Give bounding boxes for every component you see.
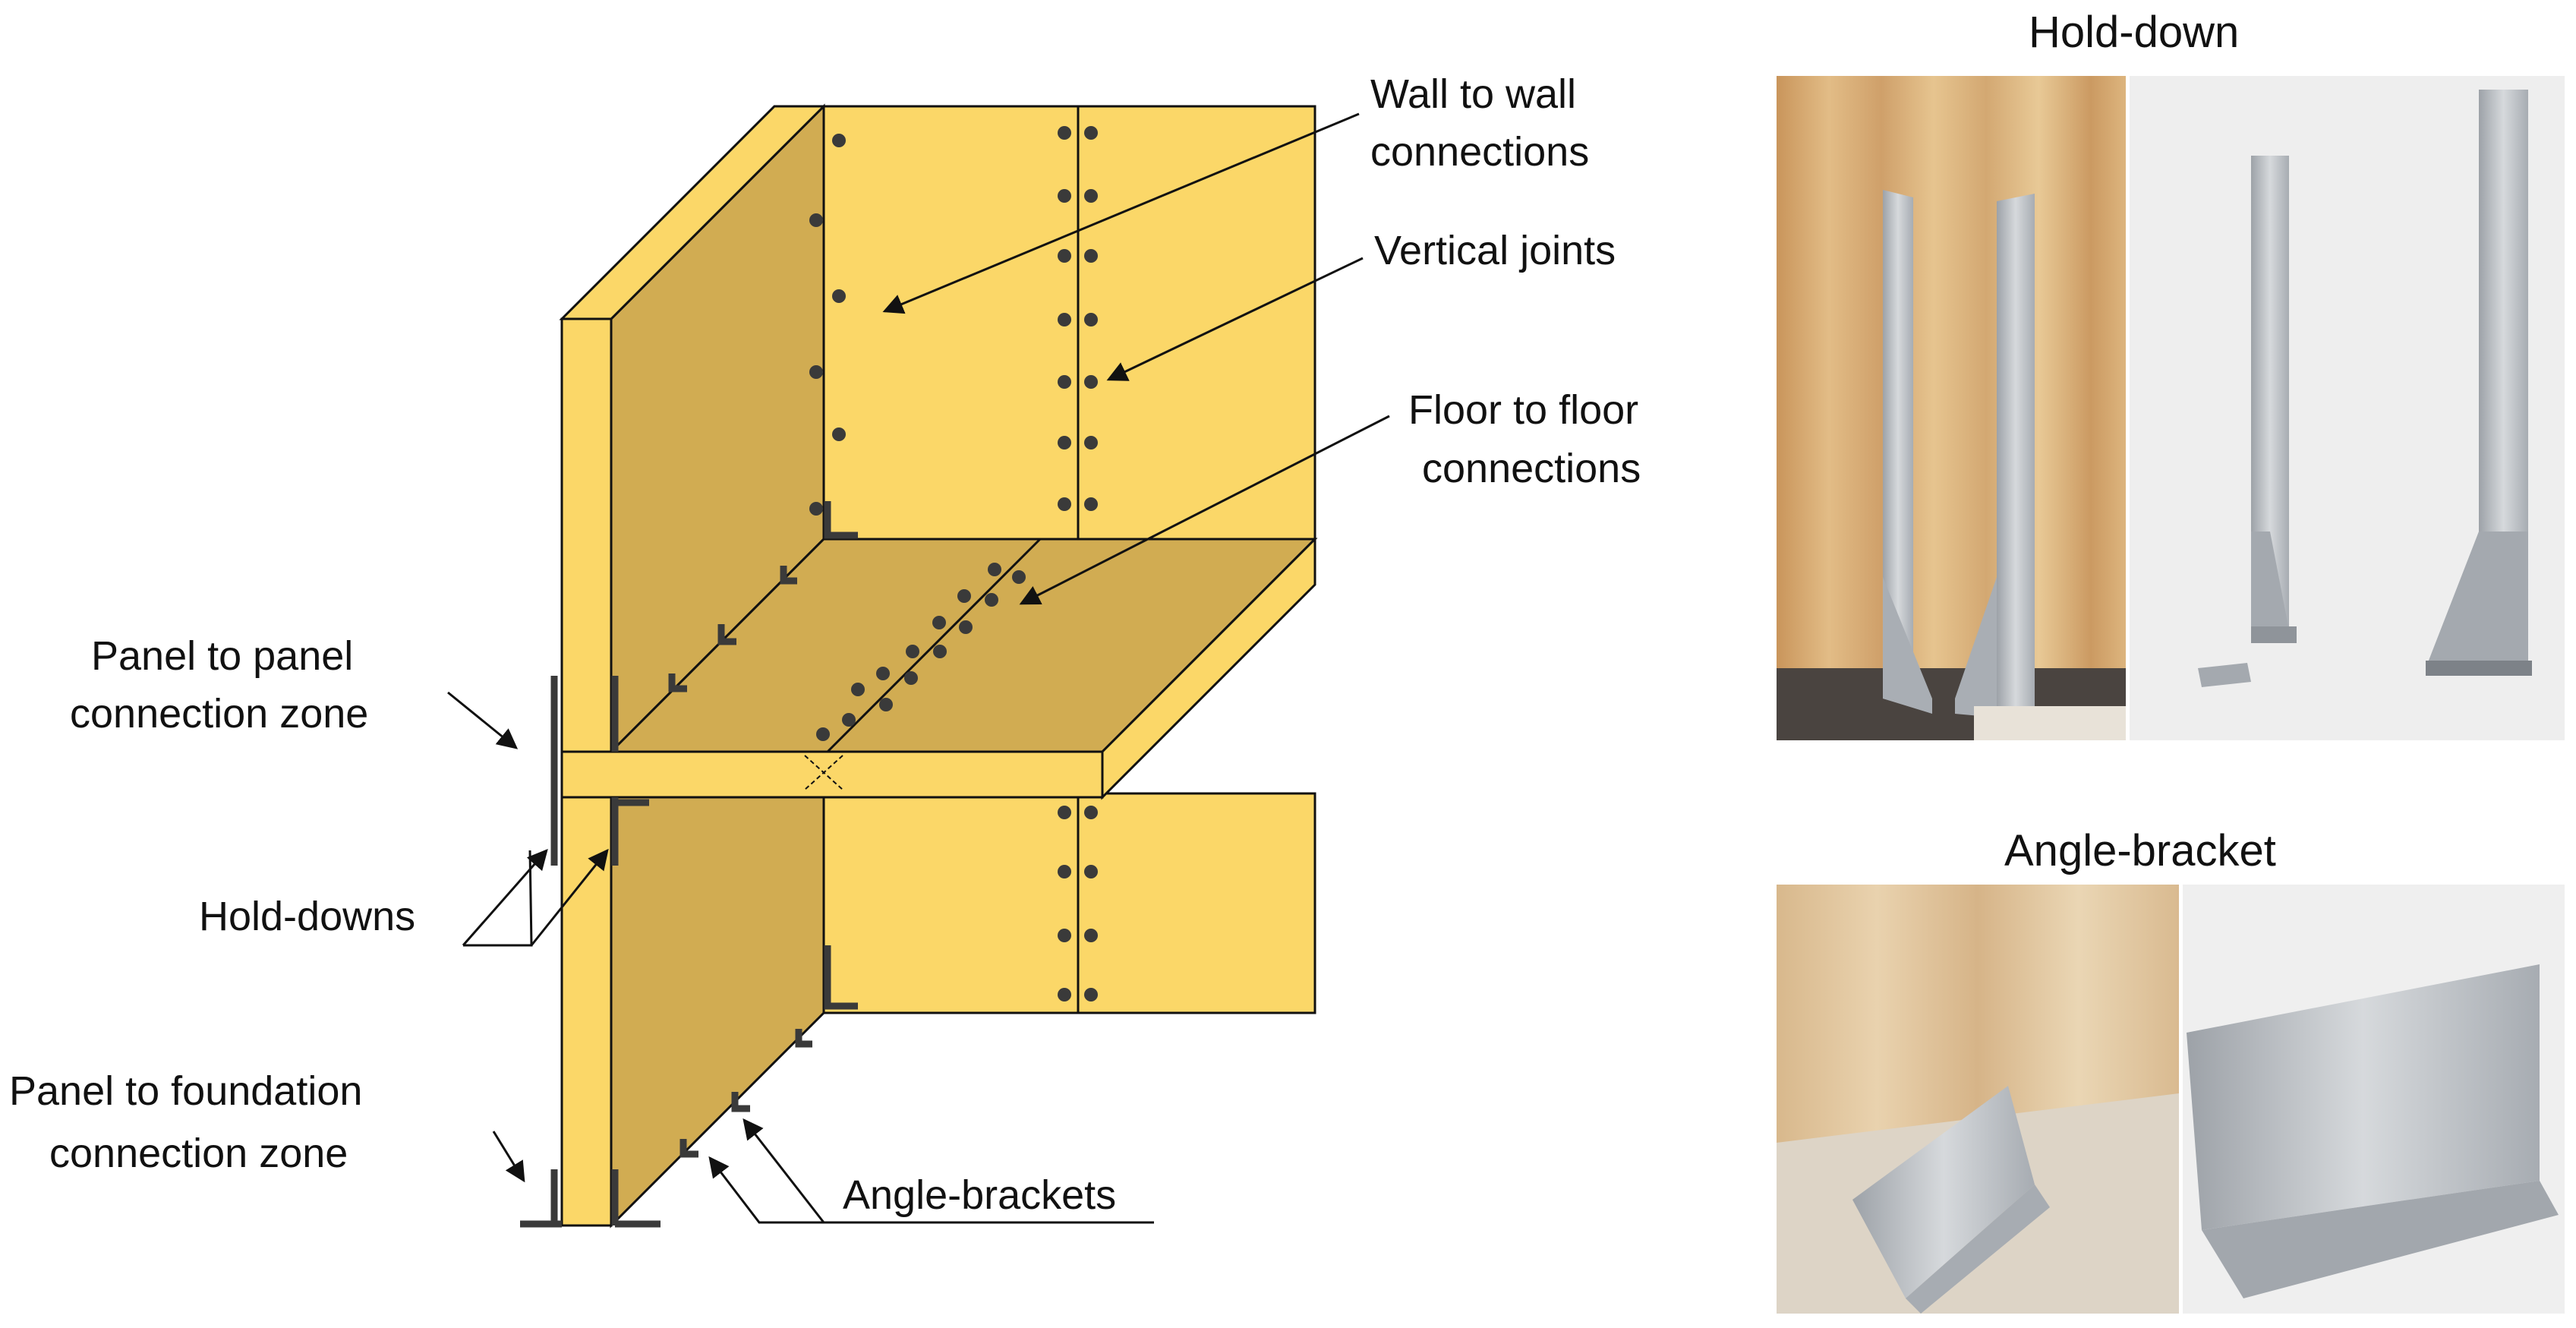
floor-slab-front-edge	[560, 750, 1104, 799]
angle-bracket-title: Angle-bracket	[2004, 826, 2276, 875]
label-floor-to-floor-line2: connections	[1422, 446, 1641, 491]
label-wall-to-wall-line1: Wall to wall	[1370, 71, 1576, 117]
label-angle-brackets: Angle-brackets	[843, 1172, 1116, 1218]
hold-down-photo-installed	[1777, 76, 2126, 740]
back-wall-lower	[822, 792, 1316, 1014]
side-wall-lower-face	[610, 792, 825, 1229]
diagram-labels: Wall to wall connections Vertical joints…	[9, 71, 1641, 1218]
wall-to-wall-dots	[809, 134, 846, 516]
label-panel-to-foundation-line2: connection zone	[49, 1131, 348, 1176]
floor-joint-dots	[816, 563, 1026, 741]
angle-bracket-photo-installed	[1777, 885, 2179, 1314]
label-hold-downs: Hold-downs	[199, 894, 415, 939]
side-wall-lower-edge	[560, 796, 613, 1227]
label-panel-to-foundation-line1: Panel to foundation	[9, 1068, 362, 1114]
building-model	[520, 103, 1318, 1229]
label-floor-to-floor-line1: Floor to floor	[1408, 387, 1638, 433]
callout-lines	[447, 112, 1390, 1224]
label-panel-to-panel-line2: connection zone	[70, 691, 368, 737]
label-vertical-joints: Vertical joints	[1374, 228, 1616, 273]
floor-slab-side-edge	[1101, 536, 1316, 800]
hold-down-title: Hold-down	[2029, 8, 2239, 57]
vertical-joint-dots-lower	[1058, 806, 1098, 1002]
hold-down-markers	[550, 676, 649, 1225]
vertical-joint-dots-upper	[1058, 126, 1098, 511]
label-wall-to-wall-line2: connections	[1370, 129, 1589, 175]
angle-bracket-photo-studio	[2183, 885, 2565, 1314]
joint-cross-mark	[804, 755, 843, 790]
floor-joint-line	[826, 538, 1042, 753]
label-panel-to-panel-line1: Panel to panel	[91, 633, 353, 679]
side-wall-upper-edge	[560, 317, 613, 753]
side-wall-upper-top	[559, 105, 827, 320]
angle-bracket-markers	[668, 501, 858, 1158]
hold-down-photo-studio	[2130, 76, 2565, 740]
hold-down-photos: Hold-down Angle-bracket	[1777, 8, 2565, 1314]
